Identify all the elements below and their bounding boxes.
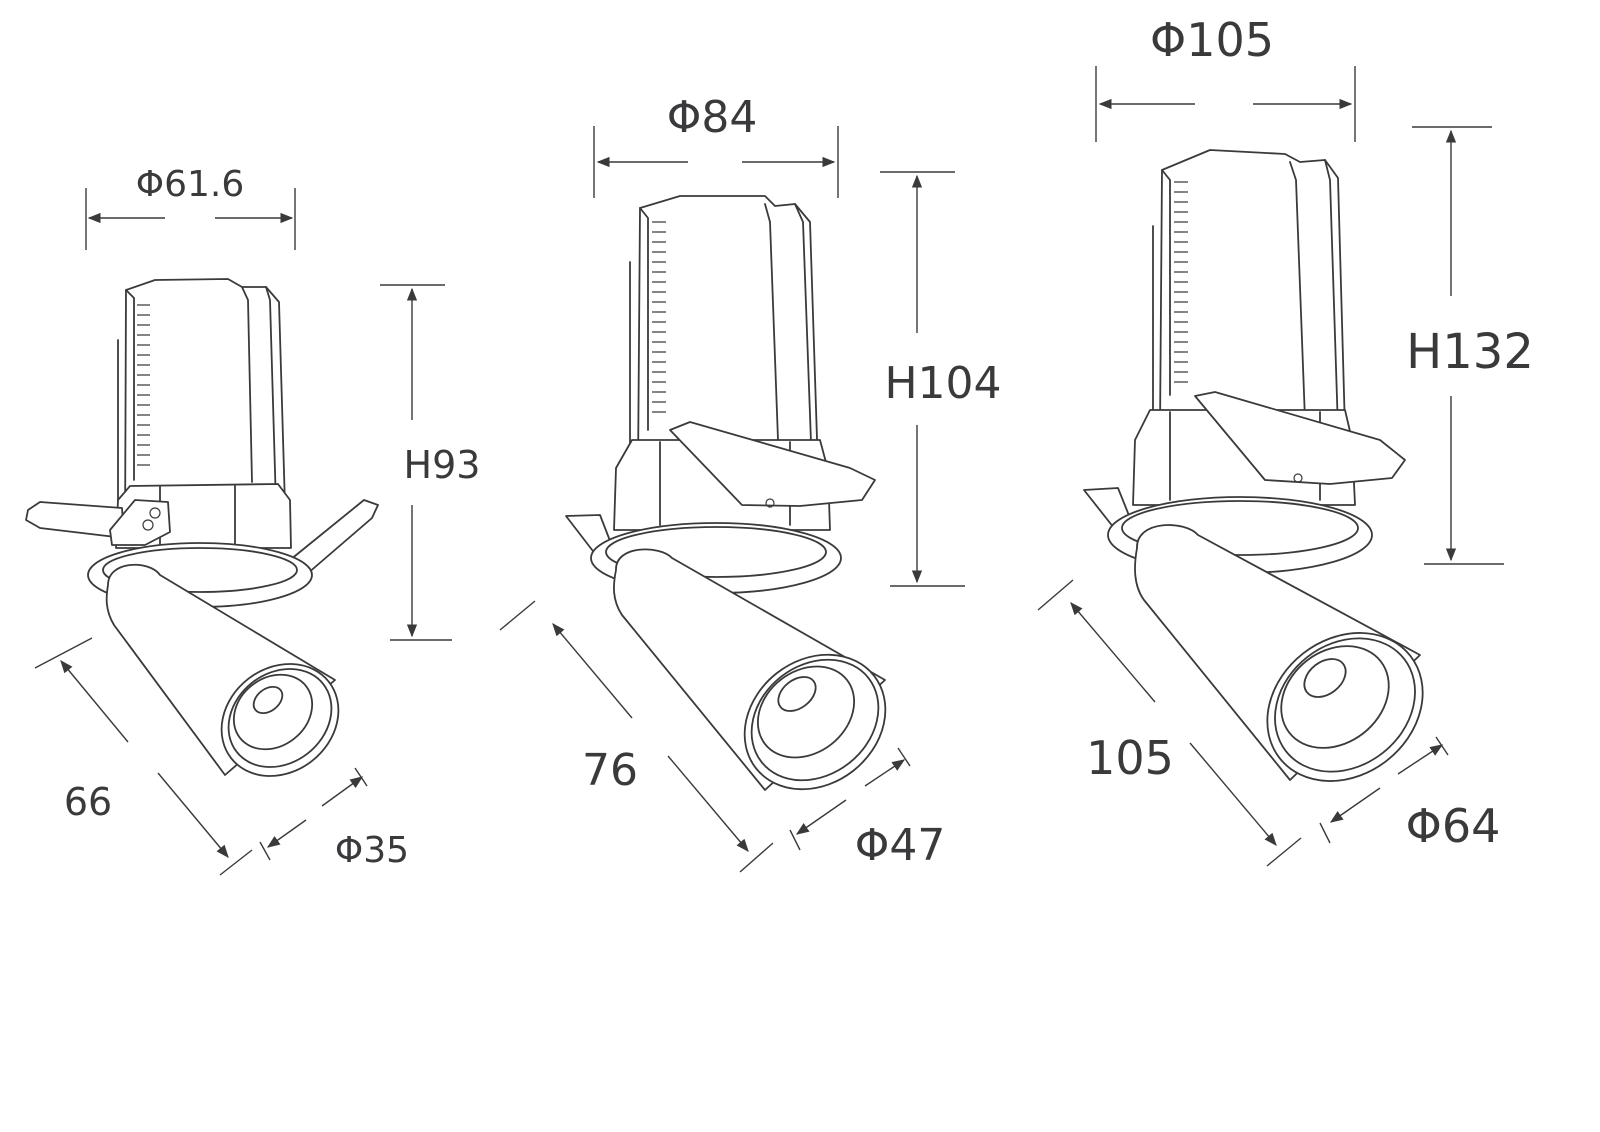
fixture-medium-dims [499, 126, 965, 873]
fixture-small-diameter-lens: Φ35 [335, 830, 409, 871]
fixture-medium-vents [652, 221, 666, 413]
fixture-medium-body [565, 195, 887, 791]
fixture-small-height: H93 [404, 443, 481, 487]
fixture-medium-diameter-top: Φ84 [667, 92, 758, 143]
fixture-small-diameter-top: Φ61.6 [136, 164, 245, 205]
fixture-small: Φ61.6 H93 66 Φ35 [25, 164, 481, 876]
fixture-medium: Φ84 H104 76 Φ47 [499, 92, 1002, 873]
fixture-large-diameter-top: Φ105 [1150, 13, 1274, 67]
fixture-large: Φ105 H132 105 Φ64 [1037, 13, 1534, 867]
fixture-large-dims [1037, 66, 1504, 867]
fixture-small-dims [34, 188, 452, 876]
fixture-small-vents [137, 304, 150, 466]
fixture-large-length: 105 [1086, 731, 1174, 785]
fixture-medium-diameter-lens: Φ47 [855, 820, 946, 871]
fixture-small-body [25, 278, 379, 777]
fixture-small-length: 66 [64, 780, 112, 824]
fixture-medium-length: 76 [582, 745, 638, 796]
fixture-medium-height: H104 [884, 358, 1001, 409]
fixture-large-diameter-lens: Φ64 [1406, 799, 1501, 853]
fixture-large-body [1083, 149, 1424, 782]
fixture-large-vents [1174, 181, 1188, 383]
fixture-large-height: H132 [1406, 324, 1534, 380]
